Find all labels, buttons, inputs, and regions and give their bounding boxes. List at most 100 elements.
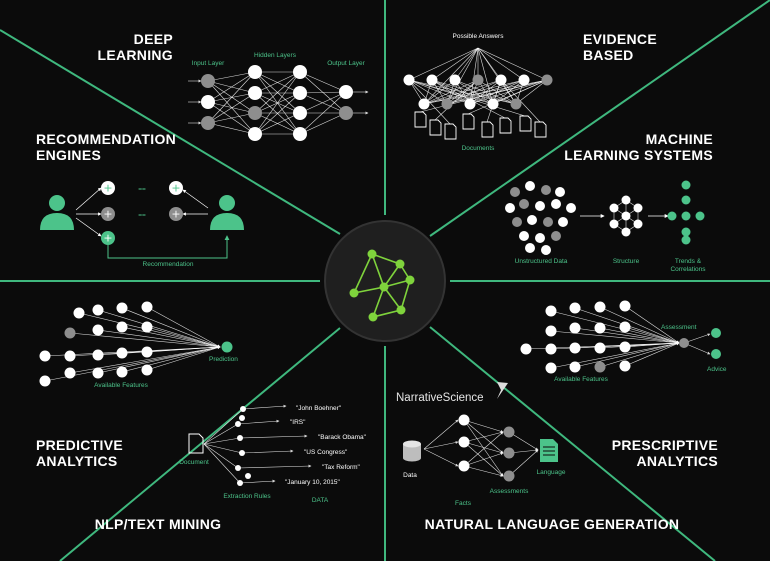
feature-node [620,361,631,372]
neuron-node [201,95,215,109]
feature-node [93,305,104,316]
assessment-label: Assessment [661,324,697,331]
document-icon [482,122,493,137]
feature-node [74,308,85,319]
neuron-node [248,65,262,79]
evidence-title-2: BASED [583,47,634,63]
document-icon [415,112,426,127]
connection-line [122,347,220,372]
connection-line [600,343,679,367]
database-icon [403,441,421,462]
connection-line [204,444,240,483]
nlp-title: NLP/TEXT MINING [95,516,222,532]
section-machine-learning: MACHINE LEARNING SYSTEMS Unstructured Da… [505,131,713,273]
connection-line [464,453,503,466]
neuron-node [201,116,215,130]
assessment-node [504,448,515,459]
recommendation-title-1: RECOMMENDATION [36,131,176,147]
document-icon [535,122,546,137]
feature-node [570,323,581,334]
answer-node [427,75,438,86]
fact-node [459,415,470,426]
document-icon [500,118,511,133]
svg-text:+: + [171,182,180,195]
structure-node [622,196,631,205]
document-icon [430,120,441,135]
evidence-title-1: EVIDENCE [583,31,657,47]
equals-sign-1: == [138,186,146,193]
recommendation-label: Recommendation [143,261,194,268]
document-icon [445,124,456,139]
data-node [525,243,535,253]
predictive-title-1: PREDICTIVE [36,437,123,453]
answer-node [519,75,530,86]
assessment-node [679,338,689,348]
structure-graph [610,196,643,237]
connection-line [204,444,242,453]
facts-label: Facts [455,500,472,507]
feature-node [142,322,153,333]
connection-line [147,327,220,347]
connection-line [300,113,346,134]
documents-label: Documents [462,145,496,152]
rule-node [237,480,243,486]
neuron-node [339,106,353,120]
entity-4: "US Congress" [304,449,348,456]
prediction-node [222,342,233,353]
data-node [551,199,561,209]
available-features-label-right: Available Features [554,376,608,383]
user-icon [40,195,74,230]
evidence-node [419,99,430,110]
nlp-data-label: DATA [312,497,329,504]
connection-line [300,72,346,92]
data-node [510,187,520,197]
predictive-title-2: ANALYTICS [36,453,118,469]
connection-line [464,442,503,453]
predictive-nodes [40,302,233,387]
evidence-node [465,99,476,110]
assessments-label: Assessments [490,488,529,495]
structure-node [622,228,631,237]
data-node [519,199,529,209]
feature-node [570,343,581,354]
neuron-node [248,86,262,100]
rule-node [237,435,243,441]
feature-node [521,344,532,355]
data-node [519,231,529,241]
evidence-node [488,99,499,110]
connection-line [238,466,311,468]
feature-node [142,347,153,358]
possible-answers-label: Possible Answers [453,33,505,40]
available-features-label-left: Available Features [94,382,148,389]
hidden-layers-label: Hidden Layers [254,52,297,59]
deep-learning-connections [188,72,368,134]
connection-line [424,420,458,449]
trend-node [668,212,677,221]
connection-line [208,102,255,113]
answer-node [542,75,553,86]
feature-node [546,306,557,317]
trends-label-1: Trends & [675,258,702,265]
rule-node [235,421,241,427]
connection-line [409,48,478,80]
evidence-node [442,99,453,110]
data-node [527,215,537,225]
feature-node [93,325,104,336]
feature-node [620,301,631,312]
section-recommendation: RECOMMENDATION ENGINES + + + + + == == R… [36,131,244,268]
data-node [541,185,551,195]
trend-node [682,181,691,190]
connection-line [455,48,478,80]
output-layer-label: Output Layer [327,60,365,67]
feature-node [546,326,557,337]
extraction-rules-label: Extraction Rules [223,493,271,500]
narrativescience-logo: NarrativeScience [396,392,484,404]
feature-node [93,368,104,379]
feature-node [65,368,76,379]
feature-node [595,343,606,354]
trends-label-2: Correlations [670,266,706,273]
assessment-node [504,427,515,438]
feature-node [595,362,606,373]
ml-title-2: LEARNING SYSTEMS [564,147,713,163]
